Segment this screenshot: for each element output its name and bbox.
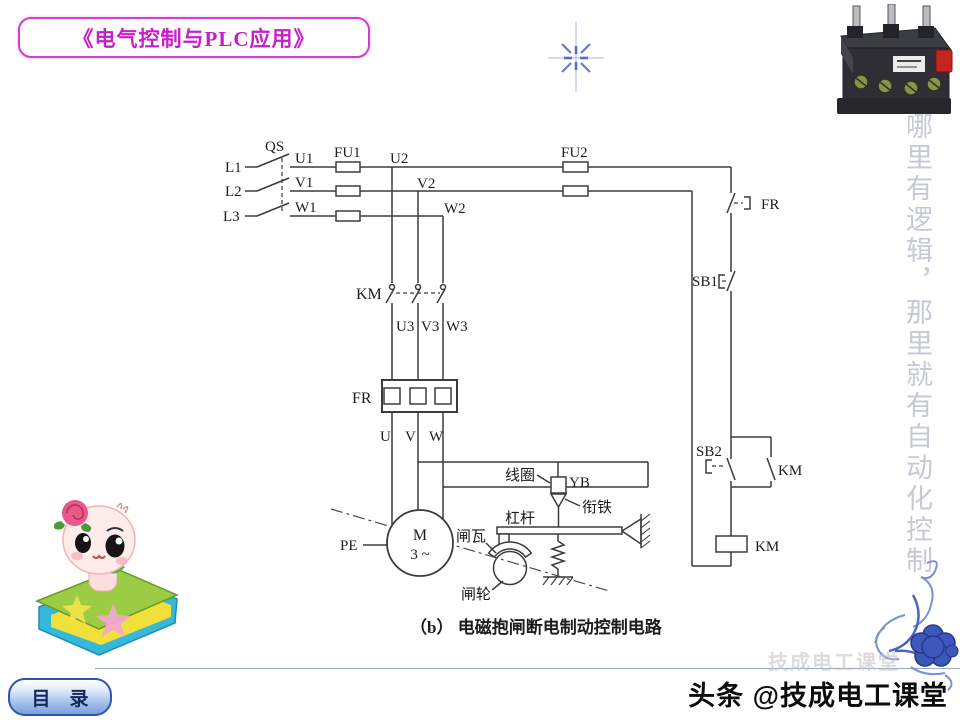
motor-letter: M <box>413 527 427 544</box>
label-wheel: 闸轮 <box>461 586 491 603</box>
label-v3: V3 <box>421 319 439 335</box>
sparkle-icon <box>548 22 604 92</box>
fuse-fu2-and-bus: FU2 U2 V2 W2 <box>360 145 731 283</box>
course-title-pill: 《电气控制与PLC应用》 <box>18 17 370 58</box>
divider-line <box>95 668 960 669</box>
label-fr-element: FR <box>352 390 372 407</box>
diagram-caption: （b） 电磁抱闸断电制动控制电路 <box>410 617 663 637</box>
label-v1: V1 <box>295 175 313 191</box>
label-yb: YB <box>569 475 590 491</box>
label-sb2: SB2 <box>696 444 722 460</box>
label-qs: QS <box>265 139 284 155</box>
contactor-main-km: KM U3 V3 W3 <box>356 283 468 380</box>
label-w2: W2 <box>444 201 466 217</box>
label-coil: 线圈 <box>505 467 535 484</box>
label-fr-contact: FR <box>761 197 779 213</box>
motor: M 3 ~ PE <box>340 509 454 577</box>
motor-shaft-axis <box>330 508 610 592</box>
label-u: U <box>380 429 391 445</box>
label-l2: L2 <box>225 184 242 200</box>
label-u3: U3 <box>396 319 414 335</box>
label-v2: V2 <box>417 176 435 192</box>
label-sb1: SB1 <box>692 274 718 290</box>
side-slogan-text: 哪里有逻辑，那里就有自动化控制 <box>902 112 932 577</box>
label-u1: U1 <box>295 151 313 167</box>
label-w1: W1 <box>295 200 317 216</box>
label-fu2: FU2 <box>561 145 588 161</box>
corner-ornament <box>874 560 959 695</box>
label-armature: 衔铁 <box>582 499 612 516</box>
label-lever: 杠杆 <box>505 510 535 527</box>
label-v: V <box>405 429 416 445</box>
label-w: W <box>429 429 444 445</box>
course-title: 《电气控制与PLC应用》 <box>72 26 316 51</box>
label-u2: U2 <box>390 151 408 167</box>
thermal-relay-fr-element: FR U V W <box>352 379 458 526</box>
power-switch-qs: L1 L2 L3 QS U1 V1 W1 <box>223 139 317 225</box>
thermal-relay-photo <box>833 4 957 116</box>
watermark-faint: 技成电工课堂 <box>768 652 900 674</box>
label-pe: PE <box>340 538 358 554</box>
label-km-main: KM <box>356 286 382 303</box>
label-km-coil: KM <box>755 539 779 555</box>
control-circuit: FR SB1 SB2 KM KM <box>691 167 802 567</box>
fuse-fu1: FU1 <box>290 145 361 222</box>
label-l3: L3 <box>223 209 240 225</box>
mascot-illustration <box>35 500 179 656</box>
label-shoe: 闸瓦 <box>456 528 486 545</box>
brake-mechanism: 线圈 YB 衔铁 杠杆 闸瓦 闸轮 <box>330 461 651 603</box>
label-l1: L1 <box>225 160 242 176</box>
label-w3: W3 <box>446 319 468 335</box>
motor-phases: 3 ~ <box>410 547 429 563</box>
toc-button[interactable]: 目 录 <box>8 678 112 716</box>
watermark-text: 头条 @技成电工课堂 <box>688 681 948 711</box>
label-fu1: FU1 <box>334 145 361 161</box>
label-km-aux: KM <box>778 463 802 479</box>
toc-button-label: 目 录 <box>31 688 89 710</box>
